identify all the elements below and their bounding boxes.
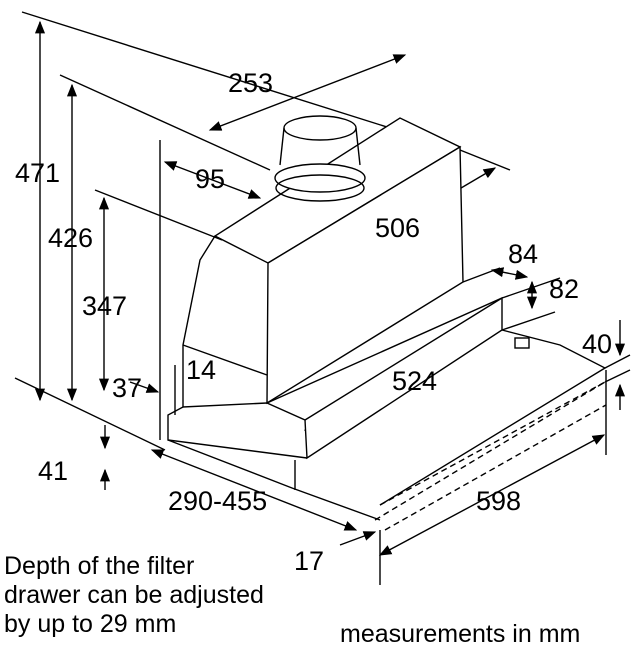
note-line: drawer can be adjusted [4,581,264,609]
dim-524: 524 [392,366,437,396]
dim-37: 37 [112,373,142,403]
dimension-labels: 253 95 471 426 347 506 84 82 40 14 524 3… [15,68,612,576]
dim-290-455: 290-455 [168,486,267,516]
duct-collar [274,115,366,202]
dim-40: 40 [582,329,612,359]
dim-347: 347 [82,291,127,321]
hood-body [167,117,607,531]
dim-506: 506 [375,213,420,243]
units-note: measurements in mm [340,620,581,648]
dim-14: 14 [186,355,216,385]
note-line: by up to 29 mm [4,610,177,638]
dim-82: 82 [549,274,579,304]
dim-471: 471 [15,158,60,188]
note-line: Depth of the filter [4,552,195,580]
dim-426: 426 [48,223,93,253]
dim-41: 41 [38,456,68,486]
filter-drawer-note: Depth of the filter drawer can be adjust… [4,552,264,639]
dim-253: 253 [228,68,273,98]
dim-84: 84 [508,239,538,269]
dim-95: 95 [195,164,225,194]
dim-17: 17 [294,546,324,576]
dim-598: 598 [476,486,521,516]
